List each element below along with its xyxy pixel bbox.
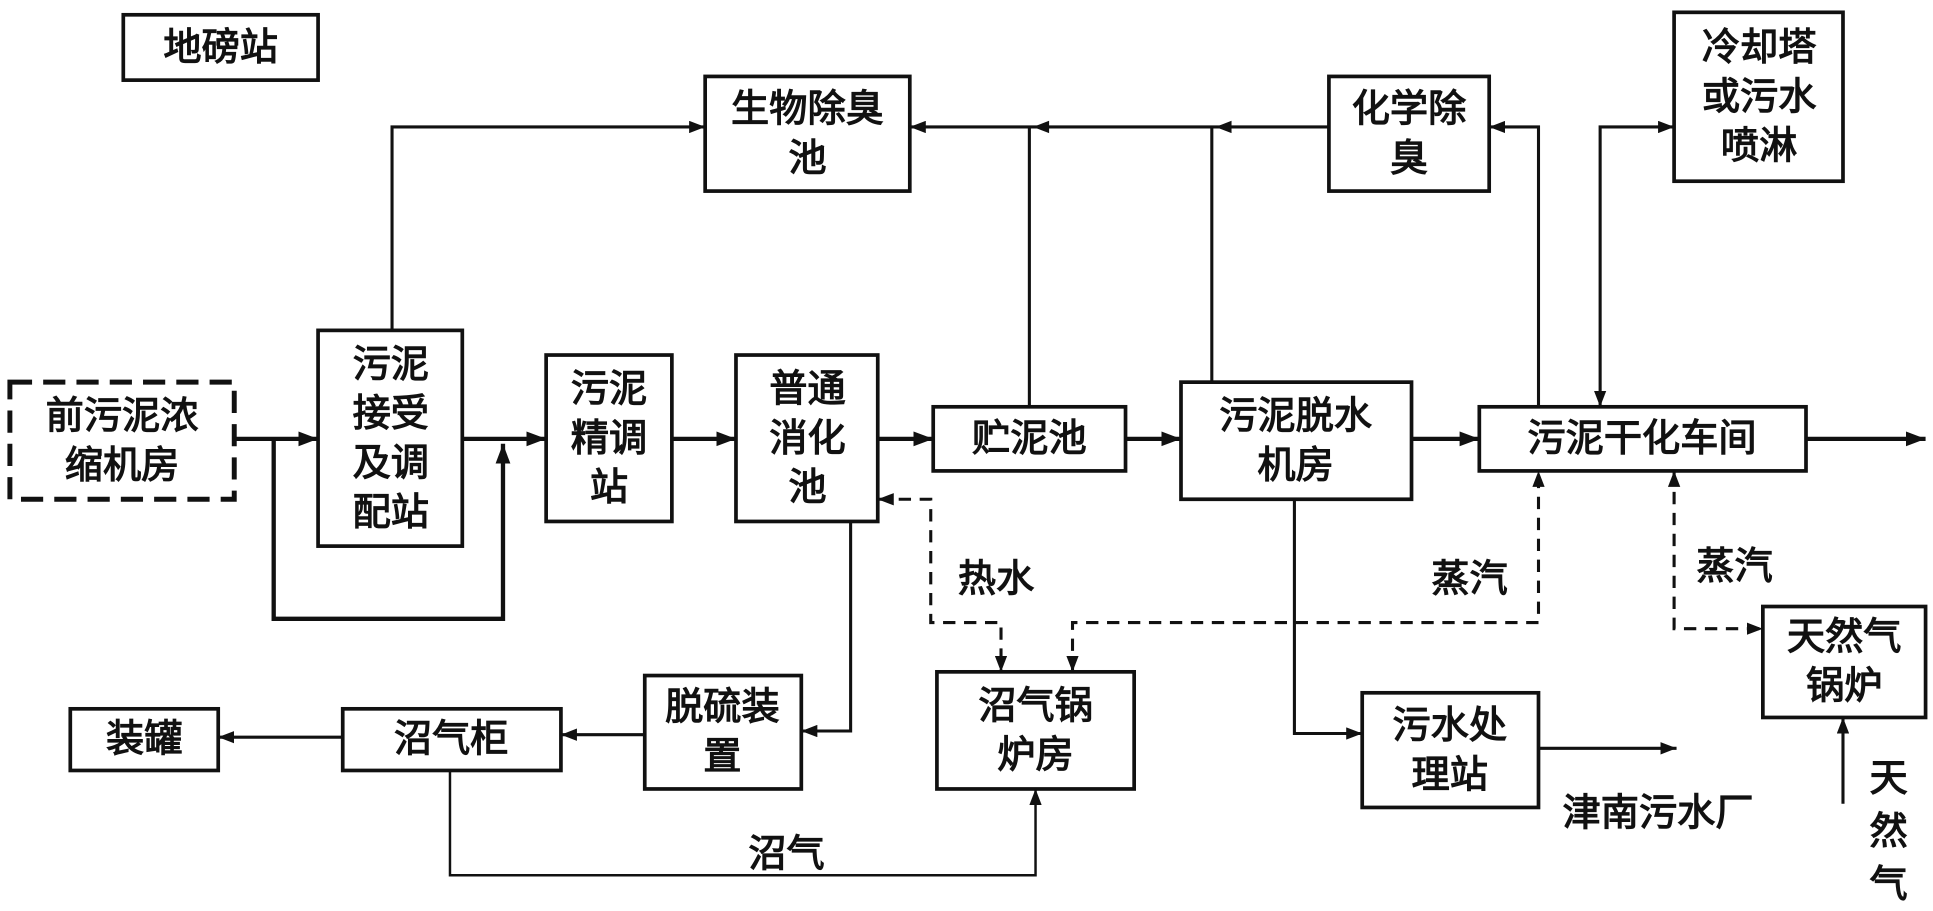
node-box bbox=[121, 12, 320, 82]
jinnan-wwtp-label: 津南污水厂 bbox=[1563, 792, 1754, 836]
node-dewatering-room: 污泥脱水 机房 bbox=[1179, 380, 1414, 502]
node-label: 污泥干化车间 bbox=[1527, 417, 1756, 461]
node-canning: 装罐 bbox=[68, 706, 221, 773]
node-label: 及调 bbox=[353, 442, 429, 486]
natural-gas-input-label: 天然气 bbox=[1869, 757, 1908, 907]
node-sludge-storage-tank: 贮泥池 bbox=[931, 404, 1128, 473]
node-box bbox=[1360, 690, 1541, 810]
node-label: 接受 bbox=[353, 392, 429, 436]
stacked-char: 气 bbox=[1869, 863, 1907, 907]
node-label: 脱硫装 bbox=[665, 686, 780, 730]
hot-water-label: 热水 bbox=[958, 557, 1035, 601]
arrow-dewatering-to-wastewater bbox=[1292, 499, 1363, 740]
node-label: 或污水 bbox=[1702, 75, 1817, 119]
edge-labels: 热水 蒸汽 蒸汽 沼气 津南污水厂 天然气 bbox=[748, 545, 1908, 907]
arrow-receiving-to-bio-deodorization bbox=[390, 120, 706, 331]
node-label: 精调 bbox=[571, 417, 647, 461]
node-label: 喷淋 bbox=[1721, 125, 1797, 169]
node-chemical-deodorization: 化学除 臭 bbox=[1327, 74, 1492, 193]
steam-label: 蒸汽 bbox=[1431, 557, 1507, 601]
heat-supply-lines bbox=[877, 470, 1763, 672]
node-wastewater-station: 污水处 理站 bbox=[1360, 690, 1541, 810]
node-label: 配站 bbox=[353, 491, 429, 535]
node-label: 污泥 bbox=[571, 368, 647, 412]
node-label: 理站 bbox=[1412, 753, 1488, 797]
node-weighbridge: 地磅站 bbox=[121, 12, 320, 82]
node-label: 贮泥池 bbox=[972, 417, 1087, 461]
node-label: 沼气柜 bbox=[394, 718, 509, 762]
steam-label: 蒸汽 bbox=[1696, 545, 1772, 589]
node-label: 地磅站 bbox=[163, 26, 278, 70]
arrowhead-odor-junction-storage bbox=[1033, 120, 1050, 134]
node-label: 生物除臭 bbox=[731, 88, 884, 132]
node-label: 池 bbox=[788, 137, 826, 181]
node-label: 消化 bbox=[769, 417, 845, 461]
odor-collection-lines bbox=[390, 120, 1675, 407]
node-fine-conditioning-station: 污泥 精调 站 bbox=[544, 353, 674, 524]
node-pre-thickening-room: 前污泥浓 缩机房 bbox=[7, 379, 237, 502]
main-sludge-flow bbox=[234, 431, 1926, 621]
node-box bbox=[1672, 10, 1845, 184]
node-receiving-station: 污泥 接受 及调 配站 bbox=[316, 328, 465, 548]
node-natural-gas-boiler: 天然气 锅炉 bbox=[1761, 604, 1928, 720]
node-biogas-boiler-room: 沼气锅 炉房 bbox=[935, 669, 1137, 791]
node-label: 污水处 bbox=[1392, 704, 1507, 748]
node-box bbox=[703, 74, 912, 193]
stacked-char: 然 bbox=[1869, 810, 1907, 854]
arrow-bypass-to-fine-conditioning bbox=[271, 438, 511, 621]
node-desulfurization-unit: 脱硫装 置 bbox=[642, 673, 804, 791]
node-label: 污泥 bbox=[353, 343, 429, 387]
arrow-drying-to-chemical-deodorization bbox=[1489, 120, 1541, 407]
node-box bbox=[1327, 74, 1492, 193]
node-label: 化学除 bbox=[1352, 88, 1467, 132]
node-label: 臭 bbox=[1390, 137, 1428, 181]
node-bio-deodorization-pond: 生物除臭 池 bbox=[703, 74, 912, 193]
node-label: 沼气锅 bbox=[978, 684, 1093, 728]
node-label: 天然气 bbox=[1787, 615, 1902, 659]
node-label: 置 bbox=[703, 735, 741, 779]
node-label: 缩机房 bbox=[65, 444, 180, 488]
arrow-digester-to-desulfurization bbox=[801, 521, 853, 738]
node-label: 冷却塔 bbox=[1702, 26, 1817, 70]
arrow-gas-holder-to-biogas-boiler bbox=[448, 770, 1042, 877]
node-label: 炉房 bbox=[997, 734, 1073, 778]
node-label: 池 bbox=[788, 466, 826, 510]
dashed-steam-line-gas-boiler bbox=[1667, 470, 1763, 635]
node-gas-holder: 沼气柜 bbox=[340, 706, 563, 773]
arrowhead-odor-junction-dewatering bbox=[1215, 120, 1232, 134]
node-drying-workshop: 污泥干化车间 bbox=[1477, 404, 1808, 473]
node-digester: 普通 消化 池 bbox=[734, 353, 880, 524]
biogas-label: 沼气 bbox=[748, 832, 824, 876]
arrow-drying-cooling-tower-exchange bbox=[1593, 120, 1675, 407]
dashed-steam-line-biogas-boiler bbox=[1066, 470, 1545, 672]
node-label: 污泥脱水 bbox=[1219, 395, 1373, 439]
stacked-char: 天 bbox=[1869, 757, 1908, 801]
node-label: 机房 bbox=[1257, 444, 1333, 488]
node-label: 装罐 bbox=[106, 718, 182, 762]
node-label: 站 bbox=[590, 466, 628, 510]
node-cooling-tower: 冷却塔 或污水 喷淋 bbox=[1672, 10, 1845, 184]
node-label: 锅炉 bbox=[1806, 665, 1882, 709]
dashed-hot-water-line bbox=[877, 493, 1008, 672]
node-label: 普通 bbox=[769, 368, 845, 412]
node-label: 前污泥浓 bbox=[46, 395, 200, 439]
